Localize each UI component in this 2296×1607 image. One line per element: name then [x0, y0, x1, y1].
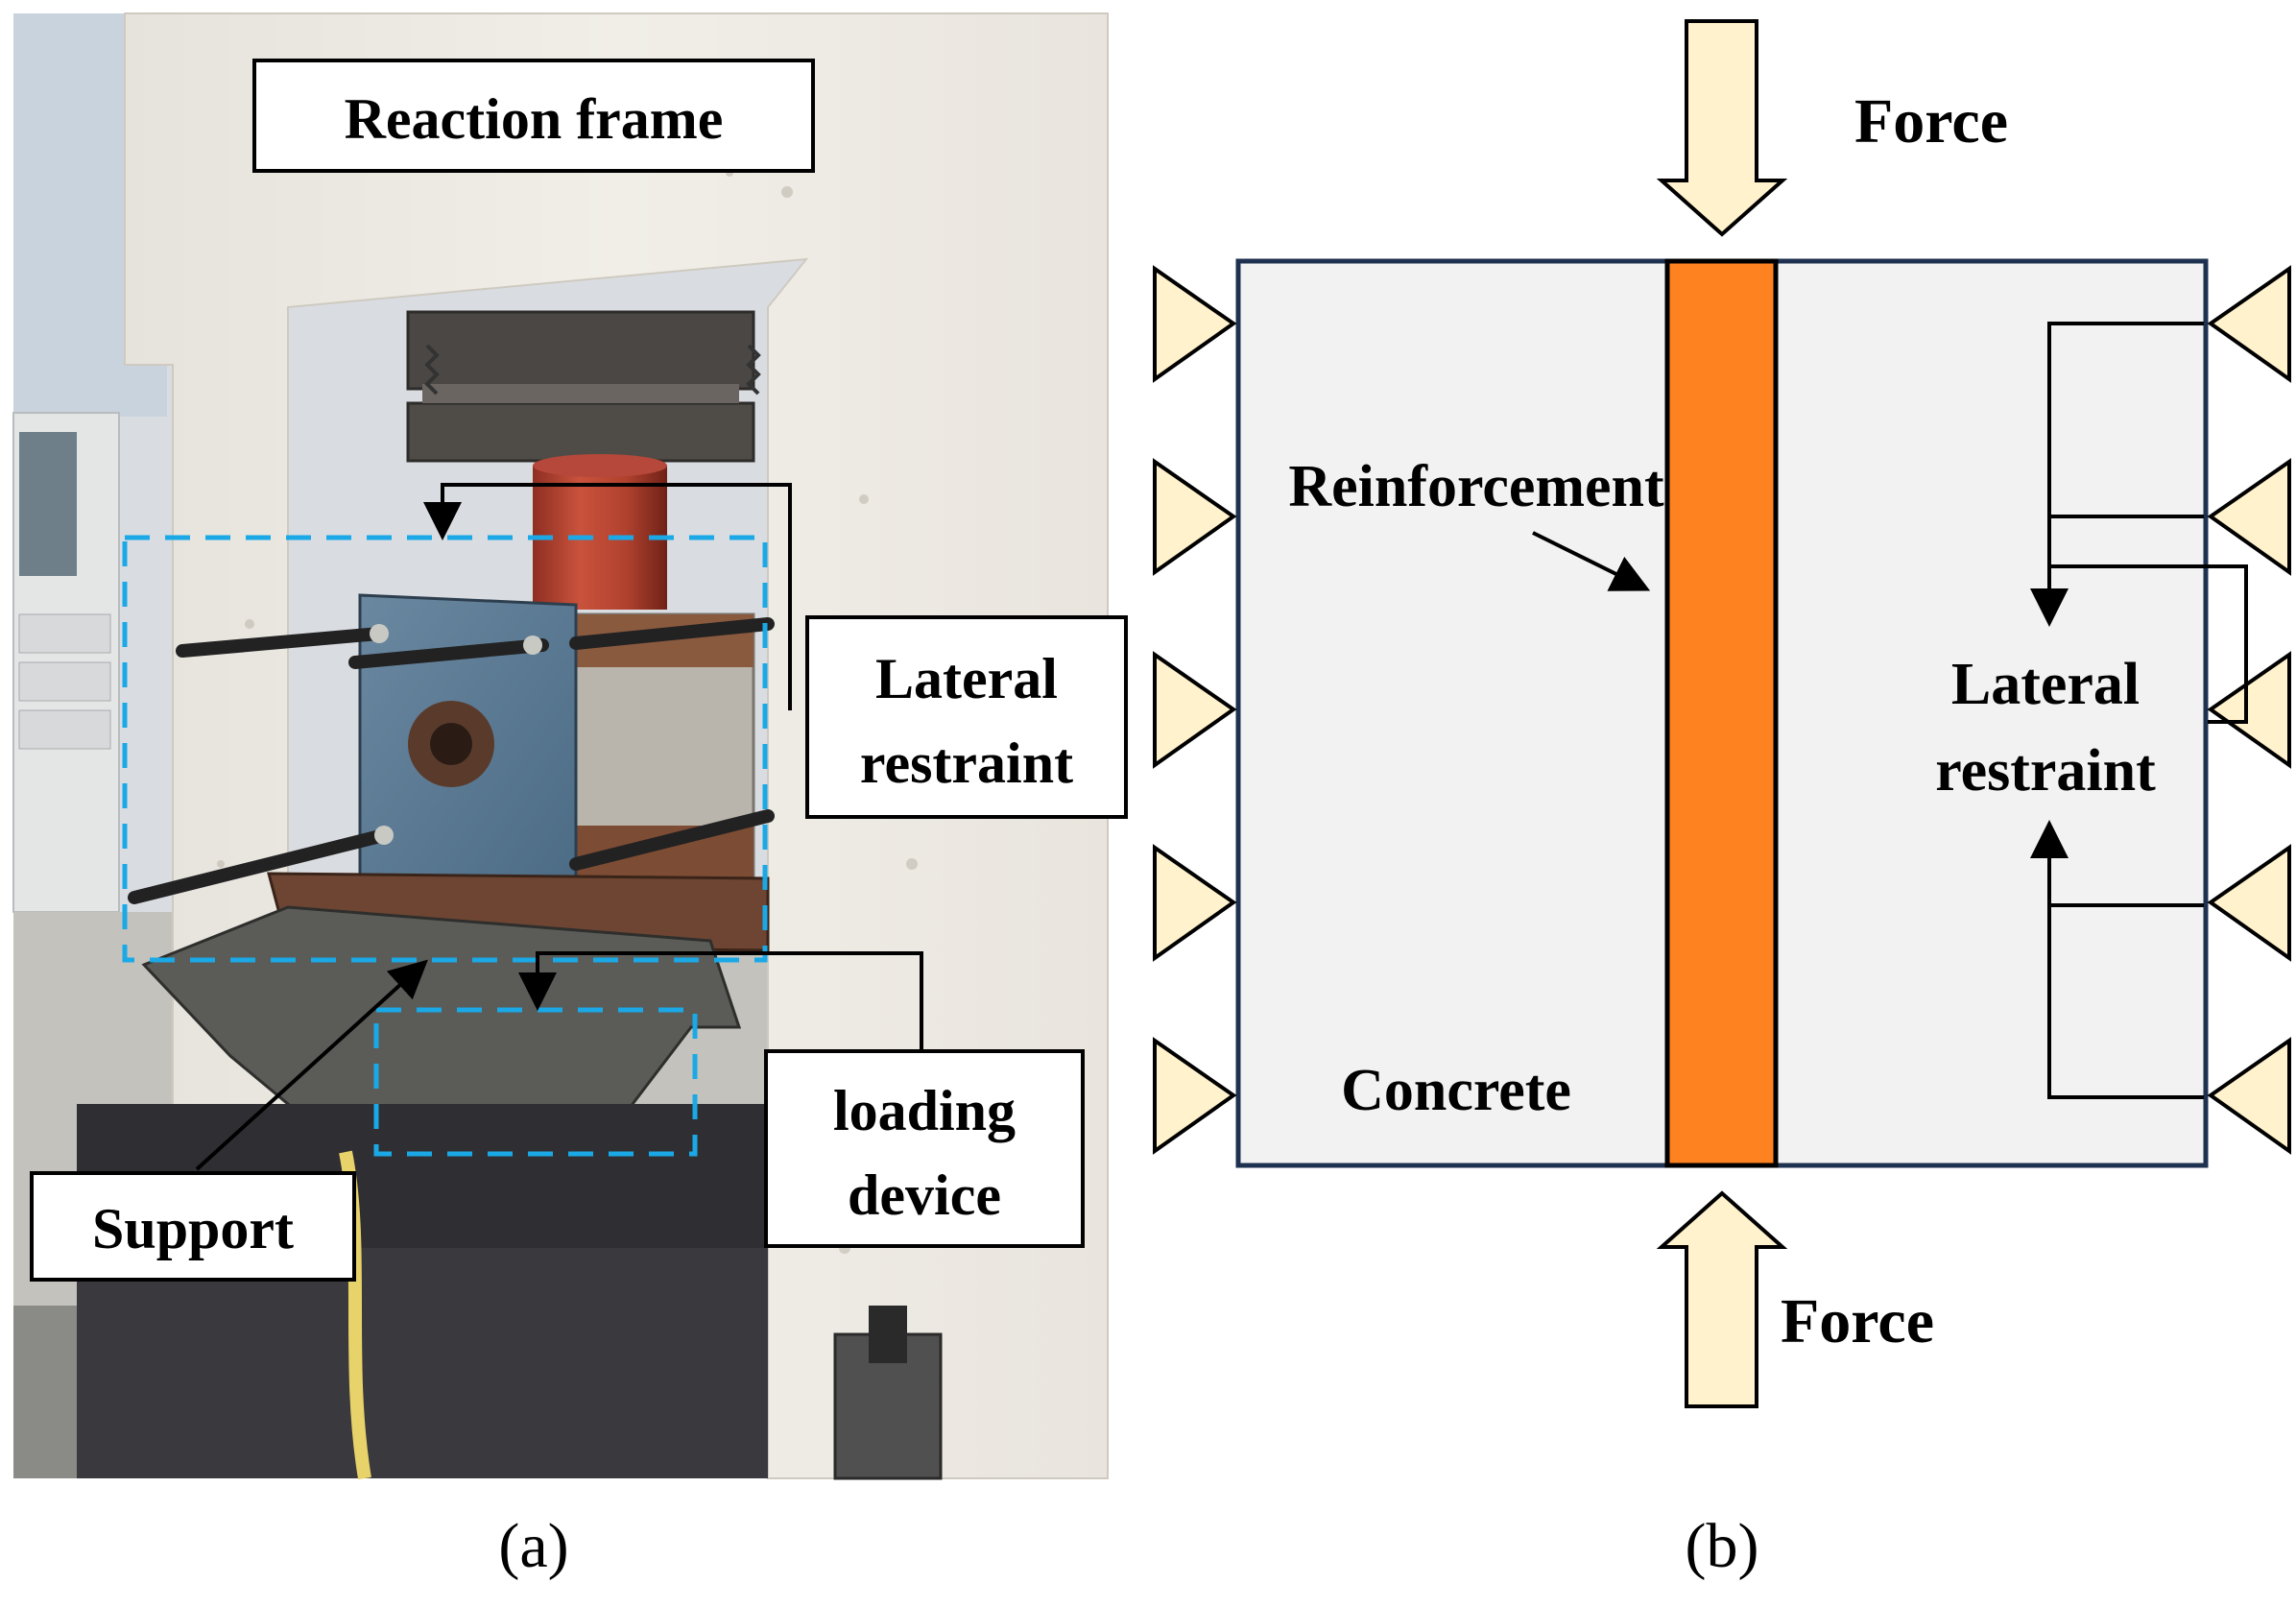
support-right-2 — [2207, 458, 2291, 576]
force-arrow-top — [1656, 19, 1788, 237]
loading-text: loading — [833, 1079, 1016, 1142]
support-right-5 — [2207, 1037, 2291, 1155]
support-text: Support — [92, 1197, 294, 1260]
lateral-text-a: Lateral — [875, 647, 1058, 710]
concrete-text: Concrete — [1341, 1058, 1571, 1123]
right-supports — [2207, 265, 2291, 1155]
force-arrow-bottom — [1656, 1190, 1788, 1408]
restraint-text-b: restraint — [1935, 738, 2156, 804]
label-lateral-restraint-a: Lateral restraint — [805, 615, 1128, 819]
reaction-frame-text: Reaction frame — [345, 87, 724, 151]
support-right-4 — [2207, 844, 2291, 962]
label-reaction-frame: Reaction frame — [252, 59, 815, 173]
support-left-2 — [1153, 458, 1237, 576]
reinforcement-text: Reinforcement — [1288, 454, 1664, 519]
upper-platen — [406, 310, 755, 391]
support-left-3 — [1153, 651, 1237, 769]
force-top-text: Force — [1854, 86, 2008, 156]
device-text: device — [848, 1163, 1001, 1227]
restraint-text-a: restraint — [860, 732, 1073, 795]
support-left-5 — [1153, 1037, 1237, 1155]
highlight-lateral — [122, 535, 768, 963]
support-left-1 — [1153, 265, 1237, 383]
reinforcement-bar — [1664, 258, 1779, 1168]
support-left-4 — [1153, 844, 1237, 962]
lateral-text-b: Lateral — [1951, 652, 2140, 717]
red-cylinder — [533, 466, 667, 610]
label-loading-device: loading device — [764, 1049, 1085, 1248]
left-supports — [1153, 265, 1237, 1155]
support-right-3 — [2207, 651, 2291, 769]
caption-b: (b) — [1686, 1511, 1759, 1581]
caption-a: (a) — [498, 1511, 568, 1581]
force-bottom-text: Force — [1781, 1286, 1934, 1356]
support-right-1 — [2207, 265, 2291, 383]
panel-b-schematic — [1153, 19, 2291, 1408]
label-support: Support — [30, 1171, 356, 1282]
highlight-loading — [373, 1007, 698, 1157]
